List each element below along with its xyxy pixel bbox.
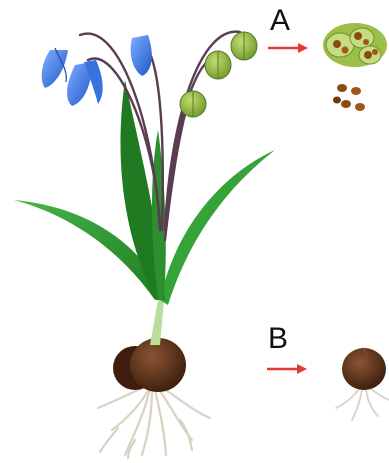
open-capsule <box>323 23 387 67</box>
arrow-b <box>267 364 307 374</box>
seed-capsules <box>180 32 257 117</box>
leaves <box>14 80 275 305</box>
flower-3 <box>131 35 152 76</box>
flower-1 <box>42 48 68 88</box>
seeds <box>333 84 365 111</box>
flower-2 <box>67 60 103 106</box>
main-roots <box>98 386 210 458</box>
stem-base <box>150 300 164 345</box>
label-b: B <box>268 324 288 354</box>
label-a: A <box>270 6 290 36</box>
main-bulb <box>113 338 186 392</box>
arrow-a <box>268 43 308 53</box>
small-bulb <box>336 348 389 420</box>
